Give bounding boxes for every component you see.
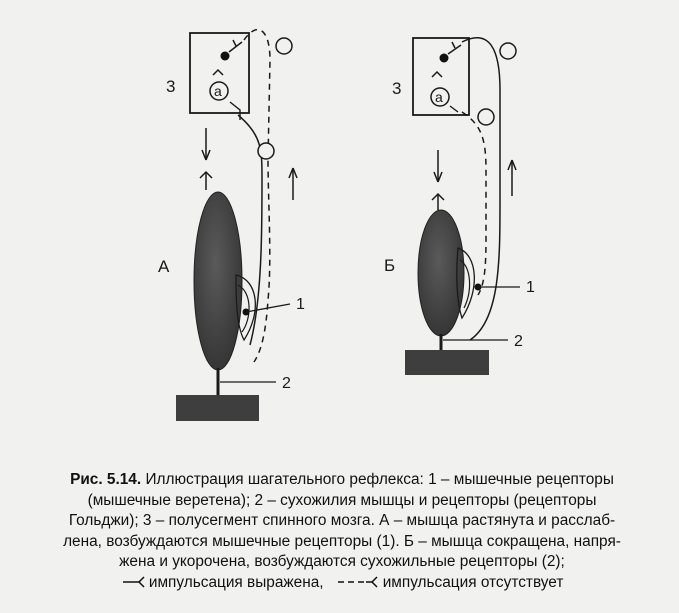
caption-line-2: (мышечные веретена); 2 – сухожилия мышцы… <box>87 491 597 509</box>
synapse-mark-a <box>212 68 224 76</box>
dashed-afferent-b <box>461 111 487 296</box>
motor-axon-start-b <box>449 105 459 113</box>
callout-1-b: 1 <box>526 279 535 296</box>
ganglion-mid-b <box>477 108 495 126</box>
panel-label-a: А <box>158 257 170 276</box>
solid-afferent-b <box>461 37 501 341</box>
neuron-dot-a <box>220 51 230 61</box>
bone-base-b <box>405 350 489 375</box>
receptor-letter-a: a <box>214 83 222 99</box>
spindle-inner-b <box>459 259 471 309</box>
arrow-down-b <box>433 171 443 183</box>
neuron-fork-a <box>228 39 243 53</box>
spindle-b <box>456 247 475 320</box>
spinal-segment-box-a <box>189 32 250 114</box>
arrow-up-a <box>288 167 298 179</box>
solid-afferent-a <box>237 114 263 346</box>
bone-base-a <box>176 395 259 421</box>
caption-text-1: Иллюстрация шагательного рефлекса: 1 – м… <box>145 471 614 488</box>
receptor-letter-b: a <box>435 89 443 105</box>
segment-number-a: 3 <box>166 77 175 96</box>
dashed-line-symbol <box>338 576 378 588</box>
caption-legend: импульсация выражена, импульсация отсутс… <box>22 573 662 594</box>
neuron-dot-b <box>439 53 449 63</box>
callout-1-line-a <box>245 303 291 313</box>
interneuron-circle-b <box>430 87 450 107</box>
neuron-fork-b <box>447 41 462 55</box>
callout-2-b: 2 <box>514 333 523 350</box>
interneuron-circle-a <box>209 81 229 101</box>
spindle-inner-a <box>237 284 250 333</box>
ganglion-top-a <box>275 37 293 55</box>
motor-axon-start-a <box>229 101 241 120</box>
figure-label: Рис. 5.14. <box>70 471 142 488</box>
reflex-figure: 3 a 1 2 А 3 <box>158 28 535 421</box>
spinal-segment-box-b <box>412 37 470 116</box>
segment-number-b: 3 <box>392 79 401 98</box>
dashed-afferent-a <box>243 28 271 363</box>
callout-1-a: 1 <box>296 296 305 313</box>
caption-line-3: Гольджи); 3 – полусегмент спинного мозга… <box>68 512 616 529</box>
solid-line-symbol <box>122 576 145 588</box>
panel-label-b: Б <box>384 256 395 275</box>
arrow-down-a <box>201 149 211 161</box>
spindle-a <box>235 274 256 342</box>
synapse-mark-b <box>431 70 443 78</box>
panel-a: 3 a 1 2 А <box>158 28 305 421</box>
caption-line-5: жена и укорочена, возбуждаются сухожильн… <box>119 553 565 570</box>
callout-2-a: 2 <box>282 375 291 392</box>
caption-line-4: лена, возбуждаются мышечные рецепторы (1… <box>63 532 621 550</box>
panel-b: 3 a 1 2 Б <box>384 37 535 375</box>
muscle-a <box>193 191 243 371</box>
figure-caption: Рис. 5.14. Иллюстрация шагательного рефл… <box>22 470 662 593</box>
caption-line-1: Рис. 5.14. Иллюстрация шагательного рефл… <box>22 470 662 491</box>
arrow-up-b <box>507 159 517 171</box>
legend-expressed: импульсация выражена, <box>148 573 324 591</box>
ganglion-mid-a <box>257 142 275 160</box>
ganglion-top-b <box>499 42 517 60</box>
legend-absent: импульсация отсутствует <box>382 573 564 591</box>
